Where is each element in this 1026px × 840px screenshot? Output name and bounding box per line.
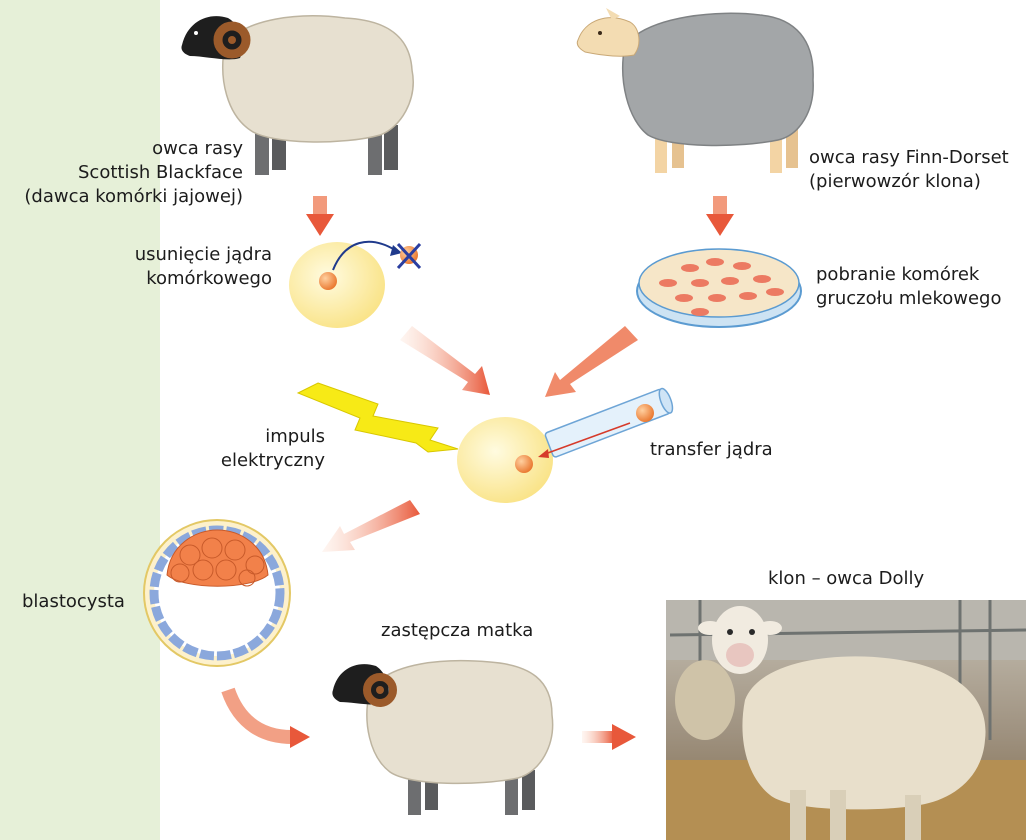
cells-label-1: pobranie komórek [816, 263, 979, 287]
enucleation-label-2: komórkowego [0, 267, 272, 291]
transferred-nucleus [515, 455, 533, 473]
arrow-to-surrogate [228, 690, 292, 737]
enucleation-label-1: usunięcie jądra [0, 243, 272, 267]
impulse-label-1: impuls [0, 425, 325, 449]
finn-label-2: (pierwowzór klona) [809, 170, 981, 194]
impulse-label-2: elektryczny [0, 449, 325, 473]
blackface-label-1: owca rasy [0, 137, 243, 161]
donor-nucleus [636, 404, 654, 422]
arrow-to-blastocyst [322, 500, 420, 552]
transfer-label: transfer jądra [650, 438, 773, 462]
surrogate-sheep [332, 661, 552, 815]
finn-label-1: owca rasy Finn-Dorset [809, 146, 1009, 170]
blastocyst [144, 520, 290, 666]
clone-label: klon – owca Dolly [768, 567, 924, 591]
arrow-egg-to-fusion [400, 326, 490, 395]
arrow-dish-to-fusion [545, 326, 638, 397]
petri-dish [637, 249, 801, 327]
blackface-label-3: (dawca komórki jajowej) [0, 185, 243, 209]
finn-dorset-sheep [577, 8, 813, 173]
surrogate-label: zastępcza matka [381, 619, 533, 643]
cells-label-2: gruczołu mlekowego [816, 287, 1001, 311]
arrow-to-surrogate-head [290, 726, 310, 748]
blackface-label-2: Scottish Blackface [0, 161, 243, 185]
fused-egg-cell [457, 417, 553, 503]
arrow-down-right [706, 196, 734, 236]
arrow-down-left [306, 196, 334, 236]
egg-cell-enucleation [289, 242, 420, 328]
blastocyst-label: blastocysta [22, 590, 125, 614]
dolly-photo [666, 600, 1026, 840]
arrow-to-photo [582, 724, 636, 750]
